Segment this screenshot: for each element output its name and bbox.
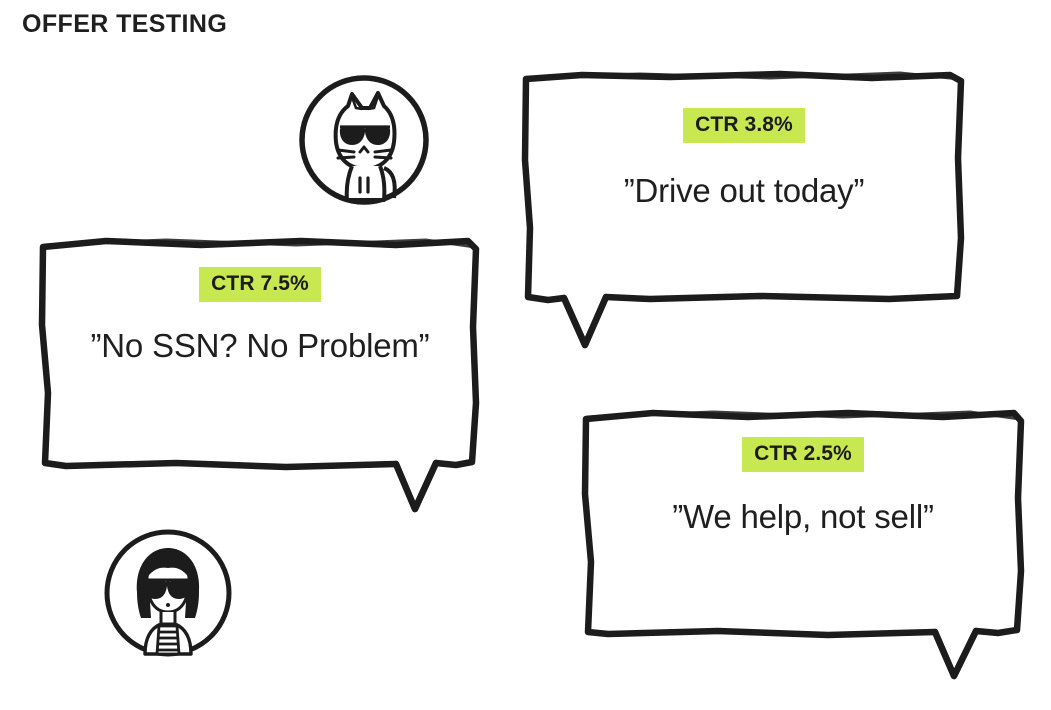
speech-bubble-drive-out-today[interactable]: CTR 3.8% ”Drive out today” xyxy=(520,68,968,349)
speech-bubble-body: CTR 2.5% ”We help, not sell” xyxy=(578,406,1028,536)
cat-sunglasses-avatar-icon xyxy=(296,72,432,208)
ctr-badge: CTR 7.5% xyxy=(199,267,321,302)
ctr-badge: CTR 3.8% xyxy=(683,108,805,143)
speech-bubble-body: CTR 7.5% ”No SSN? No Problem” xyxy=(36,235,484,365)
page-title: OFFER TESTING xyxy=(22,10,228,38)
speech-bubble-body: CTR 3.8% ”Drive out today” xyxy=(520,68,968,210)
ctr-badge: CTR 2.5% xyxy=(742,437,864,472)
bubble-quote-text: ”We help, not sell” xyxy=(672,498,934,535)
bubble-quote-text: ”No SSN? No Problem” xyxy=(90,327,430,364)
speech-bubble-no-ssn-no-problem[interactable]: CTR 7.5% ”No SSN? No Problem” xyxy=(36,235,484,513)
speech-bubble-we-help-not-sell[interactable]: CTR 2.5% ”We help, not sell” xyxy=(578,406,1028,680)
person-sunglasses-avatar-icon xyxy=(101,526,235,660)
bubble-quote-text: ”Drive out today” xyxy=(623,172,865,209)
